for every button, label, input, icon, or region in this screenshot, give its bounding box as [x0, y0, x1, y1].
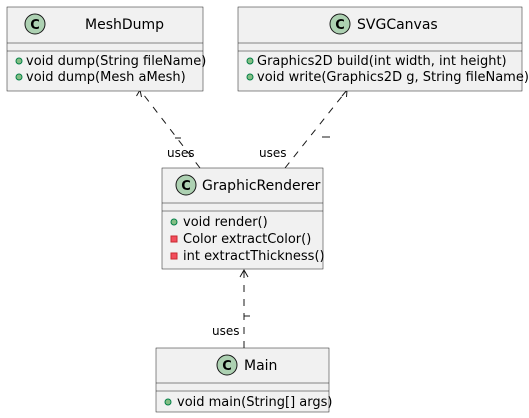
arrowhead-icon [239, 268, 249, 278]
private-visibility-icon [170, 235, 178, 243]
class-graphicrenderer[interactable]: C GraphicRenderer void render() Color ex… [161, 167, 325, 270]
relation-graphicrenderer-meshdump: uses [136, 88, 201, 169]
private-visibility-icon [170, 252, 178, 260]
class-member: void dump(String fileName) [26, 54, 206, 69]
relation-graphicrenderer-svgcanvas: uses [259, 88, 348, 169]
public-visibility-icon [170, 218, 178, 226]
public-visibility-icon [164, 398, 172, 406]
relation-label: uses [259, 146, 287, 160]
relation-label: uses [212, 324, 240, 338]
class-icon-letter: C [181, 179, 191, 194]
class-name: SVGCanvas [357, 17, 438, 33]
public-visibility-icon [246, 73, 254, 81]
class-member: Color extractColor() [183, 232, 311, 247]
class-name: Main [244, 358, 277, 374]
class-member: void dump(Mesh aMesh) [26, 70, 186, 85]
class-member: void write(Graphics2D g, String fileName… [257, 70, 529, 85]
relation-main-graphicrenderer: uses [212, 268, 250, 348]
class-meshdump[interactable]: C MeshDump void dump(String fileName) vo… [6, 6, 206, 92]
class-icon-letter: C [222, 359, 232, 374]
class-icon-letter: C [30, 18, 40, 33]
class-member: void render() [183, 215, 268, 230]
class-main[interactable]: C Main void main(String[] args) [155, 347, 332, 413]
class-icon-letter: C [335, 18, 345, 33]
relation-label: uses [167, 146, 195, 160]
class-svgcanvas[interactable]: C SVGCanvas Graphics2D build(int width, … [237, 6, 529, 92]
class-name: MeshDump [85, 17, 164, 33]
class-member: int extractThickness() [183, 249, 325, 264]
class-member: Graphics2D build(int width, int height) [257, 54, 507, 69]
public-visibility-icon [15, 73, 23, 81]
class-name: GraphicRenderer [202, 178, 321, 194]
class-icon [175, 174, 197, 196]
public-visibility-icon [15, 57, 23, 65]
class-icon [329, 13, 351, 35]
class-member: void main(String[] args) [177, 395, 332, 410]
public-visibility-icon [246, 57, 254, 65]
class-icon [216, 354, 238, 376]
class-icon [24, 13, 46, 35]
